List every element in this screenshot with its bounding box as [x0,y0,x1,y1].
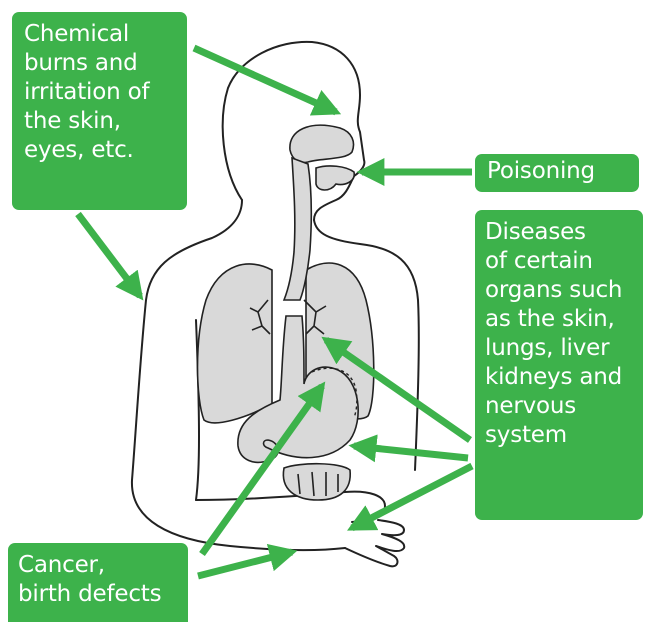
label-line: eyes, etc. [24,136,187,165]
label-line: burns and [24,49,187,78]
label-line: the skin, [24,107,187,136]
label-line: system [485,421,643,450]
label-line: as the skin, [485,305,643,334]
diseases-label: Diseases of certain organs such as the s… [475,210,643,520]
label-line: Chemical [24,20,187,49]
arrow-cancer-to-arm [198,552,292,576]
label-line: kidneys and [485,363,643,392]
chemical-burns-label: Chemical burns and irritation of the ski… [12,12,187,210]
arrow-chemical-to-head [194,48,336,112]
label-line: Diseases [485,218,643,247]
arrow-diseases-to-stomach [354,446,468,458]
intestines [283,464,350,500]
label-line: nervous [485,392,643,421]
arrow-chemical-to-shoulder [78,214,140,296]
poisoning-label: Poisoning [475,154,639,192]
label-line: organs such [485,276,643,305]
label-line: irritation of [24,78,187,107]
label-line: of certain [485,247,643,276]
label-line: Cancer, [18,551,188,580]
cancer-label: Cancer, birth defects [8,543,188,622]
label-line: birth defects [18,580,188,609]
label-line: Poisoning [487,157,639,186]
label-line: lungs, liver [485,334,643,363]
arrow-diseases-to-hand [352,466,472,528]
